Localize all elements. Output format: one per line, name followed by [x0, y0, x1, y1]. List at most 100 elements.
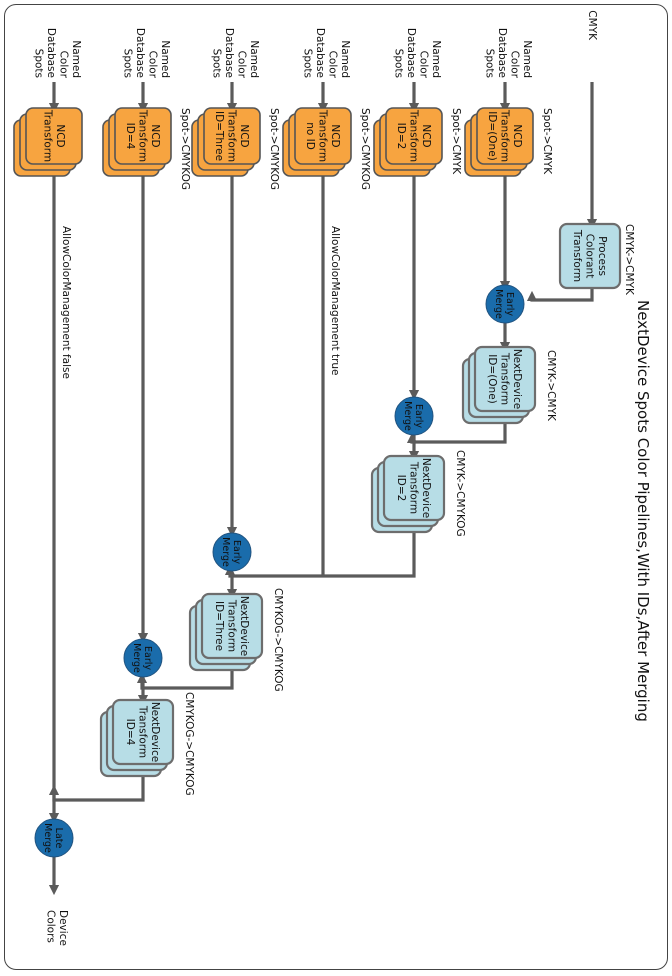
early-merge-line: Merge: [402, 401, 413, 431]
ncd-transform-4-line: Transform: [226, 109, 238, 162]
ncd-transform-4-line: NCD: [238, 124, 250, 147]
nextdevice-transform-4-layer: [111, 698, 175, 766]
output-label-line: Device: [57, 910, 69, 946]
pipeline-labels: Spot->CMYKSpot->CMYKSpot->CMYKOGSpot->CM…: [45, 108, 636, 946]
spots-label-line: Database: [134, 28, 146, 78]
ncd-transform-1-line: Transform: [499, 109, 511, 162]
output-label-line: Colors: [45, 910, 57, 943]
allow-color-management-true-label: AllowColorManagement true: [329, 226, 341, 376]
ncd-transform-2-line: Transform: [408, 109, 420, 162]
spots-label-line: Color: [327, 51, 339, 79]
nd-4-mapping-label: CMYKOG->CMYKOG: [183, 692, 195, 796]
nextdevice-transform-1-line: ID=(One): [486, 354, 498, 404]
nextdevice-transform-2-line: ID=2: [395, 475, 407, 502]
ncd-transform-1-line: ID=(One): [486, 111, 498, 161]
nextdevice-transform-3-line: Transform: [226, 599, 238, 652]
ncd-transform-2-line: ID=2: [395, 123, 407, 150]
early-merge-line: Merge: [493, 289, 504, 319]
spots-label-line: Named: [339, 40, 351, 78]
spots-label-line: Color: [509, 51, 521, 79]
late-merge-line: Merge: [42, 823, 53, 853]
spots-label-line: Named: [159, 40, 171, 78]
early-merge-line: Merge: [131, 643, 142, 673]
nextdevice-transform-2-line: NextDevice: [420, 458, 432, 518]
spots-label-line: Spots: [302, 49, 314, 78]
arrow-process-to-merge1: [526, 288, 594, 302]
ncd-transform-4-line: ID=Three: [213, 111, 225, 161]
nextdevice-transform-2-line: Transform: [408, 461, 420, 514]
spots-label-line: Database: [314, 28, 326, 78]
early-merge-line: Early: [413, 404, 424, 428]
early-merge-circle: [485, 284, 525, 324]
allow-color-management-false-label: AllowColorManagement false: [60, 226, 72, 379]
nextdevice-transform-3-line: ID=Three: [213, 601, 225, 651]
early-merge-circle: [394, 396, 434, 436]
spots-label-line: Color: [147, 51, 159, 79]
process-colorant-transform-layer: [558, 222, 622, 290]
spots-label-line: Spots: [211, 49, 223, 78]
ncd-transform-4-layer: [203, 107, 261, 165]
nextdevice-transform-2-layer: [382, 454, 446, 522]
nextdevice-transform-1-line: NextDevice: [511, 349, 523, 409]
ncd-transform-1-line: NCD: [511, 124, 523, 147]
ncd-transform-2-layer: [385, 107, 443, 165]
ncd-transform-1-layer: [476, 107, 534, 165]
spots-label-line: Database: [45, 28, 57, 78]
ncd-2-mapping-label: Spot->CMYK: [450, 108, 462, 175]
spots-label-line: Color: [236, 51, 248, 79]
ncd-transform-5-line: NCD: [149, 124, 161, 147]
nextdevice-transform-3-layer: [200, 592, 264, 660]
nextdevice-transform-1-line: Transform: [499, 352, 511, 405]
nd-2-mapping-label: CMYK->CMYKOG: [454, 450, 466, 537]
process-mapping-label: CMYK->CMYK: [623, 224, 635, 296]
nextdevice-transform-4-line: ID=4: [124, 719, 136, 746]
merge-nodes: EarlyMergeEarlyMergeEarlyMergeEarlyMerge…: [34, 284, 525, 858]
late-merge-line: Late: [53, 828, 64, 849]
input-spots-group: NamedColorDatabaseSpotsNamedColorDatabas…: [33, 28, 534, 79]
ncd-transform-3-line: NCD: [329, 124, 341, 147]
ncd-4-mapping-label: Spot->CMYKOG: [268, 108, 280, 190]
nextdevice-transform-4-line: Transform: [137, 705, 149, 758]
arrow-nd1-to-merge2: [406, 412, 507, 444]
spots-label-line: Named: [521, 40, 533, 78]
spots-label-line: Color: [418, 51, 430, 79]
spots-label-line: Color: [58, 51, 70, 79]
diagram-frame: [4, 4, 668, 970]
ncd-transform-5-line: ID=4: [124, 123, 136, 150]
early-merge-line: Early: [142, 646, 153, 670]
spots-label-line: Spots: [393, 49, 405, 78]
early-merge-circle: [123, 638, 163, 678]
ncd-5-mapping-label: Spot->CMYKOG: [179, 108, 191, 190]
process-colorant-transform-line: Colorant: [584, 234, 596, 279]
spots-label-line: Named: [430, 40, 442, 78]
ncd-transform-6-line: Transform: [41, 109, 53, 162]
early-merge-line: Early: [504, 292, 515, 316]
connectors: [48, 82, 598, 896]
nd-1-mapping-label: CMYK->CMYK: [545, 350, 557, 422]
spots-label-line: Spots: [122, 49, 134, 78]
ncd-3-mapping-label: Spot->CMYKOG: [359, 108, 371, 190]
input-cmyk-label: CMYK: [586, 10, 598, 41]
nextdevice-transform-4-line: NextDevice: [149, 702, 161, 762]
early-merge-line: Merge: [220, 537, 231, 567]
